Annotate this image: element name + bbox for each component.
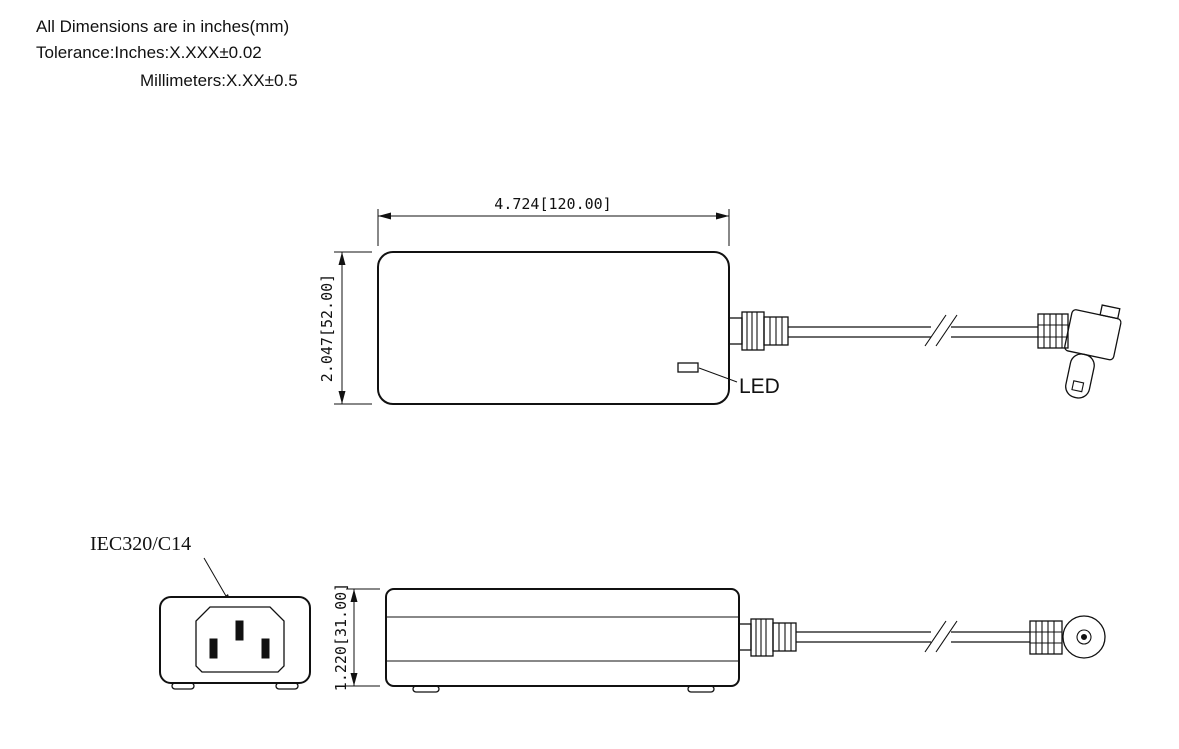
- iec-pin-line: [209, 638, 218, 659]
- arrowhead-top: [338, 252, 346, 265]
- cable-break-symbol: [924, 620, 958, 653]
- plug-body: [1064, 309, 1122, 361]
- strain-relief-rib-block-1: [750, 618, 774, 657]
- dimension-height-side: 1.220[31.00]: [332, 583, 380, 691]
- arrowhead-left: [378, 212, 391, 220]
- led-leader-line: [698, 367, 738, 383]
- general-notes: All Dimensions are in inches(mm) Toleran…: [36, 17, 298, 90]
- dimension-width: 4.724[120.00]: [377, 195, 730, 246]
- cable-neck: [728, 317, 743, 345]
- cable-right-segment: [951, 326, 1038, 338]
- led-label: LED: [739, 375, 780, 398]
- cable-assembly-top: [728, 304, 1122, 399]
- arrowhead-top: [350, 589, 358, 602]
- cable-right-segment: [951, 631, 1030, 643]
- iec-pin-neutral: [261, 638, 270, 659]
- plug-outer-circle: [1062, 615, 1106, 659]
- adapter-side-body: [385, 588, 740, 687]
- dimension-height-top: 2.047[52.00]: [318, 251, 372, 405]
- plug-cap: [1099, 304, 1121, 320]
- cable-assembly-side: [738, 615, 1106, 659]
- side-view: 1.220[31.00]: [332, 583, 1106, 693]
- cable-break-symbol: [924, 314, 958, 347]
- arrowhead-right: [716, 212, 729, 220]
- iec-inlet-recess: [195, 606, 285, 673]
- arrowhead-bottom: [338, 391, 346, 404]
- iec-pin-earth: [235, 620, 244, 641]
- plug-knurled-sleeve: [1037, 313, 1069, 349]
- arrowhead-bottom: [350, 673, 358, 686]
- inlet-leader-line: [203, 557, 231, 604]
- dc-plug-end-view: [1062, 615, 1106, 659]
- side-foot-right: [687, 685, 715, 693]
- plug-tip-hole: [1071, 380, 1085, 393]
- plug-barrel: [1065, 353, 1095, 399]
- adapter-front-body: [159, 596, 311, 684]
- plug-center-pin: [1081, 634, 1087, 640]
- note-tolerance-mm: Millimeters:X.XX±0.5: [140, 71, 298, 90]
- led-indicator: [677, 362, 699, 373]
- cable-neck: [738, 623, 752, 651]
- note-tolerance-inches: Tolerance:Inches:X.XXX±0.02: [36, 43, 262, 62]
- plug-knurled-sleeve: [1029, 620, 1063, 655]
- plug-inner-ring: [1076, 629, 1092, 645]
- inlet-label: IEC320/C14: [90, 533, 191, 555]
- foot-right: [275, 682, 299, 690]
- strain-relief-rib-block-1: [741, 311, 765, 351]
- adapter-top-body: [377, 251, 730, 405]
- height-dimension-text: 2.047[52.00]: [318, 274, 336, 382]
- side-height-dimension-text: 1.220[31.00]: [332, 583, 350, 691]
- side-foot-left: [412, 685, 440, 693]
- front-view: IEC320/C14: [90, 533, 311, 690]
- top-view: 4.724[120.00] 2.047[52.00]: [318, 195, 1122, 405]
- width-dimension-text: 4.724[120.00]: [494, 195, 611, 213]
- dc-plug-right-angle: [1064, 304, 1122, 399]
- led-callout: LED: [677, 362, 780, 398]
- foot-left: [171, 682, 195, 690]
- cable-left-segment: [788, 326, 931, 338]
- note-units: All Dimensions are in inches(mm): [36, 17, 289, 36]
- cable-left-segment: [796, 631, 931, 643]
